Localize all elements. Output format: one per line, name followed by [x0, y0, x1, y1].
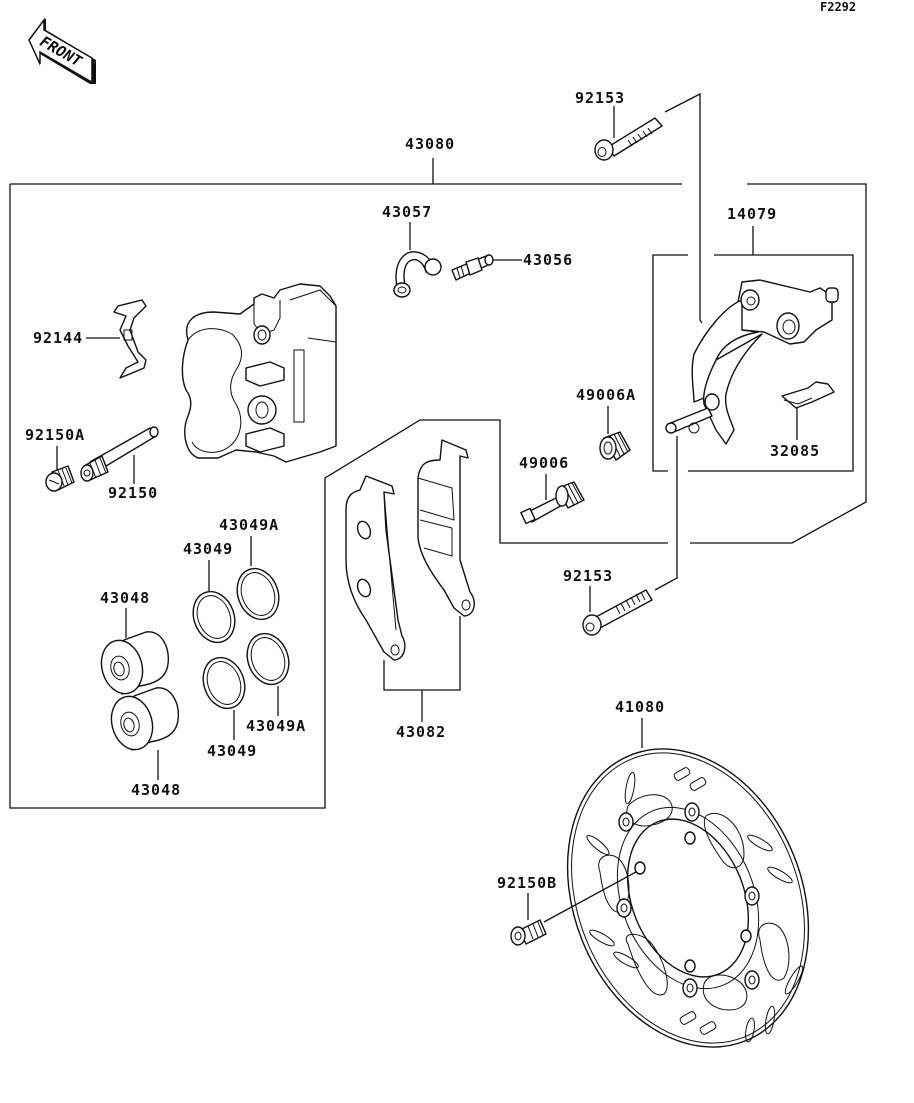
label-92153-bottom: 92153: [563, 567, 613, 585]
label-92150: 92150: [108, 484, 158, 502]
seal-ring-parts: [192, 567, 290, 710]
plug-part: [45, 465, 75, 492]
label-14079: 14079: [727, 205, 777, 223]
label-92150A: 92150A: [25, 426, 85, 444]
boot-part: [520, 481, 585, 525]
caliper-assembly-outline: [9, 158, 867, 809]
bolt-bottom-part: [582, 589, 653, 636]
label-43049A-bottom: 43049A: [246, 717, 306, 735]
slide-pin-part: [80, 426, 159, 482]
pad-spring-part: [113, 299, 147, 379]
label-32085: 32085: [770, 442, 820, 460]
brake-pad-left-part: [345, 475, 406, 661]
disc-bolt-part: [510, 919, 547, 946]
label-43080: 43080: [405, 135, 455, 153]
label-49006A: 49006A: [576, 386, 636, 404]
caliper-bracket-part: [665, 279, 839, 445]
bolt-top-leader: [613, 92, 703, 324]
label-92153-top: 92153: [575, 89, 625, 107]
label-43049-bottom: 43049: [207, 742, 257, 760]
label-92144: 92144: [33, 329, 83, 347]
label-49006: 49006: [519, 454, 569, 472]
bolt-top-part: [594, 117, 663, 161]
label-43057: 43057: [382, 203, 432, 221]
label-43049-top: 43049: [183, 540, 233, 558]
label-43049A-top: 43049A: [219, 516, 279, 534]
reference-code: F2292: [820, 0, 856, 14]
bracket-assembly-outline: [652, 226, 854, 472]
banjo-bolt-part: [393, 251, 442, 298]
bleeder-valve-part: [451, 254, 494, 281]
label-43048-top: 43048: [100, 589, 150, 607]
label-43082: 43082: [396, 723, 446, 741]
brake-disc-part: [566, 748, 810, 1048]
label-43048-bottom: 43048: [131, 781, 181, 799]
brake-pad-right-part: [417, 439, 475, 617]
piston-bottom-part: [110, 687, 179, 751]
label-41080: 41080: [615, 698, 665, 716]
label-92150B: 92150B: [497, 874, 557, 892]
label-43056: 43056: [523, 251, 573, 269]
boot-a-part: [599, 431, 631, 461]
caliper-body-part: [181, 283, 337, 463]
pad-clip-part: [781, 381, 835, 409]
piston-top-part: [100, 631, 169, 695]
front-arrow-icon: FRONT: [28, 17, 96, 84]
